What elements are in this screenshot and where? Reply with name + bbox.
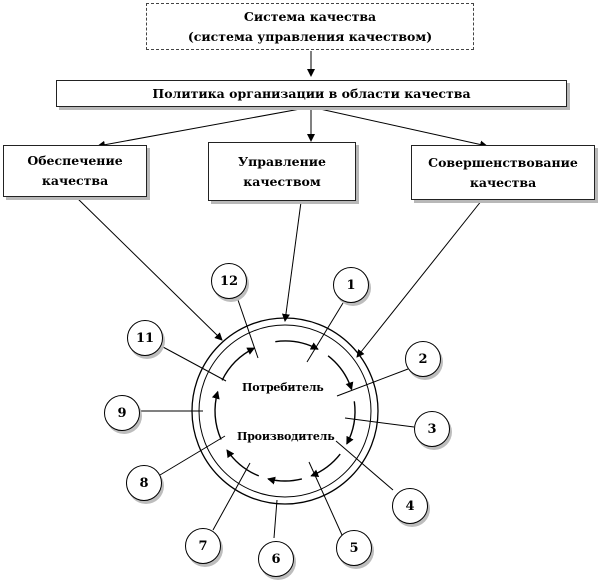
quality-policy-box: Политика организации в области качества bbox=[56, 80, 567, 107]
outer-circle bbox=[191, 317, 379, 505]
cycle-arrow-7 bbox=[211, 390, 222, 440]
quality-improvement-line1: Совершенствование bbox=[428, 154, 578, 170]
quality-system-box: Система качества (система управления кач… bbox=[146, 3, 474, 50]
quality-management-line2: качеством bbox=[243, 173, 321, 189]
cycle-arrow-5 bbox=[267, 476, 303, 485]
leader-11 bbox=[162, 346, 227, 382]
cycle-arrow-2 bbox=[327, 355, 354, 391]
cycle-arrow-8 bbox=[221, 347, 256, 381]
quality-system-title: Система качества bbox=[243, 8, 377, 24]
leader-8 bbox=[159, 435, 226, 476]
stage-circle-7: 7 bbox=[185, 528, 221, 564]
stage-circle-4: 4 bbox=[392, 488, 428, 524]
leader-12 bbox=[237, 299, 259, 359]
cycle-arrows bbox=[211, 340, 356, 485]
cycle-arrow-4 bbox=[310, 453, 341, 477]
stage-circle-9: 9 bbox=[104, 395, 140, 431]
inner-circle bbox=[198, 324, 372, 498]
stage-circle-12: 12 bbox=[211, 263, 247, 299]
arrow-improvement-to-circle bbox=[356, 199, 483, 358]
stage-circle-11: 11 bbox=[127, 320, 163, 356]
producer-label: Производитель bbox=[237, 430, 335, 443]
leader-6 bbox=[273, 499, 278, 539]
quality-policy-label: Политика организации в области качества bbox=[152, 85, 471, 101]
arrow-policy-to-assurance bbox=[97, 106, 312, 149]
stage-circle-6: 6 bbox=[258, 541, 294, 577]
stage-circle-8: 8 bbox=[126, 465, 162, 501]
quality-assurance-line2: качества bbox=[41, 173, 109, 188]
quality-improvement-box: Совершенствование качества bbox=[411, 145, 595, 200]
leader-3 bbox=[344, 417, 415, 428]
stage-circle-5: 5 bbox=[336, 530, 372, 566]
quality-management-box: Управление качеством bbox=[208, 142, 356, 201]
cycle-arrow-6 bbox=[226, 449, 260, 477]
quality-improvement-line2: качества bbox=[469, 174, 537, 190]
leader-1 bbox=[306, 302, 344, 363]
arrow-assurance-to-circle bbox=[74, 195, 223, 341]
leader-7 bbox=[212, 462, 251, 531]
stage-circle-1: 1 bbox=[333, 267, 369, 303]
leader-2 bbox=[336, 368, 409, 397]
quality-assurance-line1: Обеспечение bbox=[27, 153, 123, 168]
leader-4 bbox=[335, 440, 394, 491]
quality-assurance-box: Обеспечение качества bbox=[3, 145, 147, 197]
arrow-policy-to-improvement bbox=[310, 106, 488, 149]
cycle-arrow-3 bbox=[346, 401, 356, 445]
stage-circle-3: 3 bbox=[414, 411, 450, 447]
consumer-label: Потребитель bbox=[242, 381, 324, 394]
stage-circle-2: 2 bbox=[405, 341, 441, 377]
arrow-management-to-circle bbox=[281, 201, 302, 322]
cycle-arrow-1 bbox=[275, 340, 319, 350]
leader-5 bbox=[308, 461, 343, 536]
quality-system-subtitle: (система управления качеством) bbox=[187, 28, 433, 44]
quality-management-line1: Управление bbox=[238, 153, 326, 169]
